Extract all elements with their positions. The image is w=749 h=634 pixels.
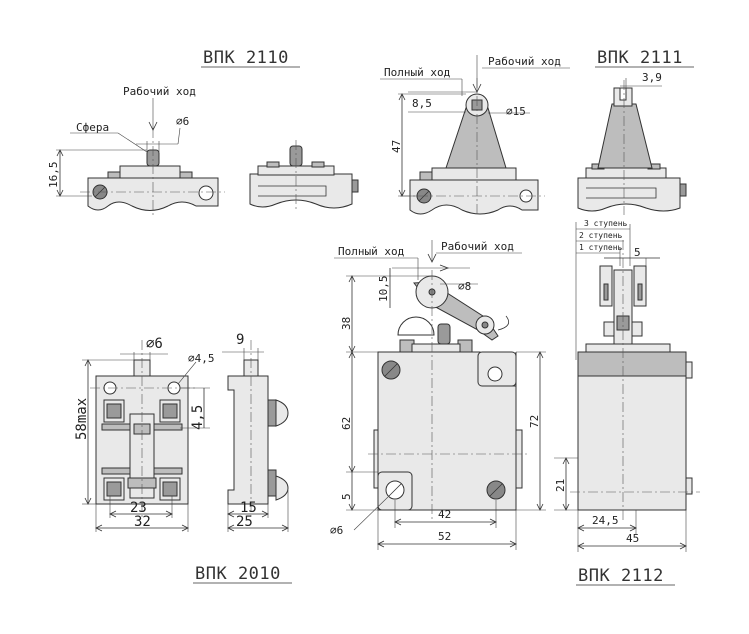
dim-25: 25 <box>236 514 253 530</box>
dim-16-5: 16,5 <box>47 162 60 189</box>
dim-d4-5: ∅4,5 <box>188 352 215 365</box>
dim-52: 52 <box>438 530 451 543</box>
dim-5-2112: 5 <box>634 246 641 259</box>
dim-8-5: 8,5 <box>412 97 432 110</box>
vpk2110-side-view <box>249 140 359 212</box>
dim-32: 32 <box>134 514 151 530</box>
dim-15: 15 <box>240 500 257 516</box>
vpk2111-side-view <box>577 80 687 215</box>
label-stage1: 1 ступень <box>579 243 623 252</box>
vpk2110-front-view <box>80 128 225 215</box>
label-working-stroke-2112: Рабочий ход <box>441 240 514 253</box>
title-vpk2112: ВПК 2112 <box>578 566 664 586</box>
dim-d6-2010: ∅6 <box>146 336 163 352</box>
dim-4-5: 4,5 <box>190 405 206 430</box>
dim-72: 72 <box>528 415 541 428</box>
label-working-stroke-2110: Рабочий ход <box>123 85 196 98</box>
label-working-stroke-2111: Рабочий ход <box>488 55 561 68</box>
dim-24-5: 24,5 <box>592 514 619 527</box>
dim-d15: ∅15 <box>506 105 526 118</box>
vpk2112-front-view <box>368 270 530 520</box>
dim-3-9: 3,9 <box>642 71 662 84</box>
dim-62: 62 <box>340 417 353 430</box>
vpk2010-front-view <box>90 340 196 520</box>
dim-47: 47 <box>390 140 403 153</box>
label-stage2: 2 ступень <box>579 231 623 240</box>
dim-9: 9 <box>236 332 244 348</box>
title-vpk2111: ВПК 2111 <box>597 48 683 68</box>
dim-5: 5 <box>340 493 353 500</box>
label-stage3: 3 ступень <box>584 219 628 228</box>
title-vpk2110: ВПК 2110 <box>203 48 289 68</box>
label-full-stroke-2111: Полный ход <box>384 66 451 79</box>
dim-38: 38 <box>340 317 353 330</box>
vpk2112-side-view <box>570 240 700 520</box>
dim-45: 45 <box>626 532 639 545</box>
dim-d8: ∅8 <box>458 280 471 293</box>
label-sphere: Сфера <box>76 121 109 134</box>
dim-d6-2112: ∅6 <box>330 524 343 537</box>
vpk2111-front-view <box>400 78 545 215</box>
dim-58max: 58max <box>74 398 90 440</box>
label-full-stroke-2112: Полный ход <box>338 245 405 258</box>
dim-23: 23 <box>130 500 147 516</box>
dim-42: 42 <box>438 508 451 521</box>
vpk2010-side-view <box>227 340 289 520</box>
dim-d6-2110: ∅6 <box>176 115 189 128</box>
dim-21: 21 <box>554 479 567 492</box>
dim-10-5: 10,5 <box>377 276 390 303</box>
title-vpk2010: ВПК 2010 <box>195 564 281 584</box>
